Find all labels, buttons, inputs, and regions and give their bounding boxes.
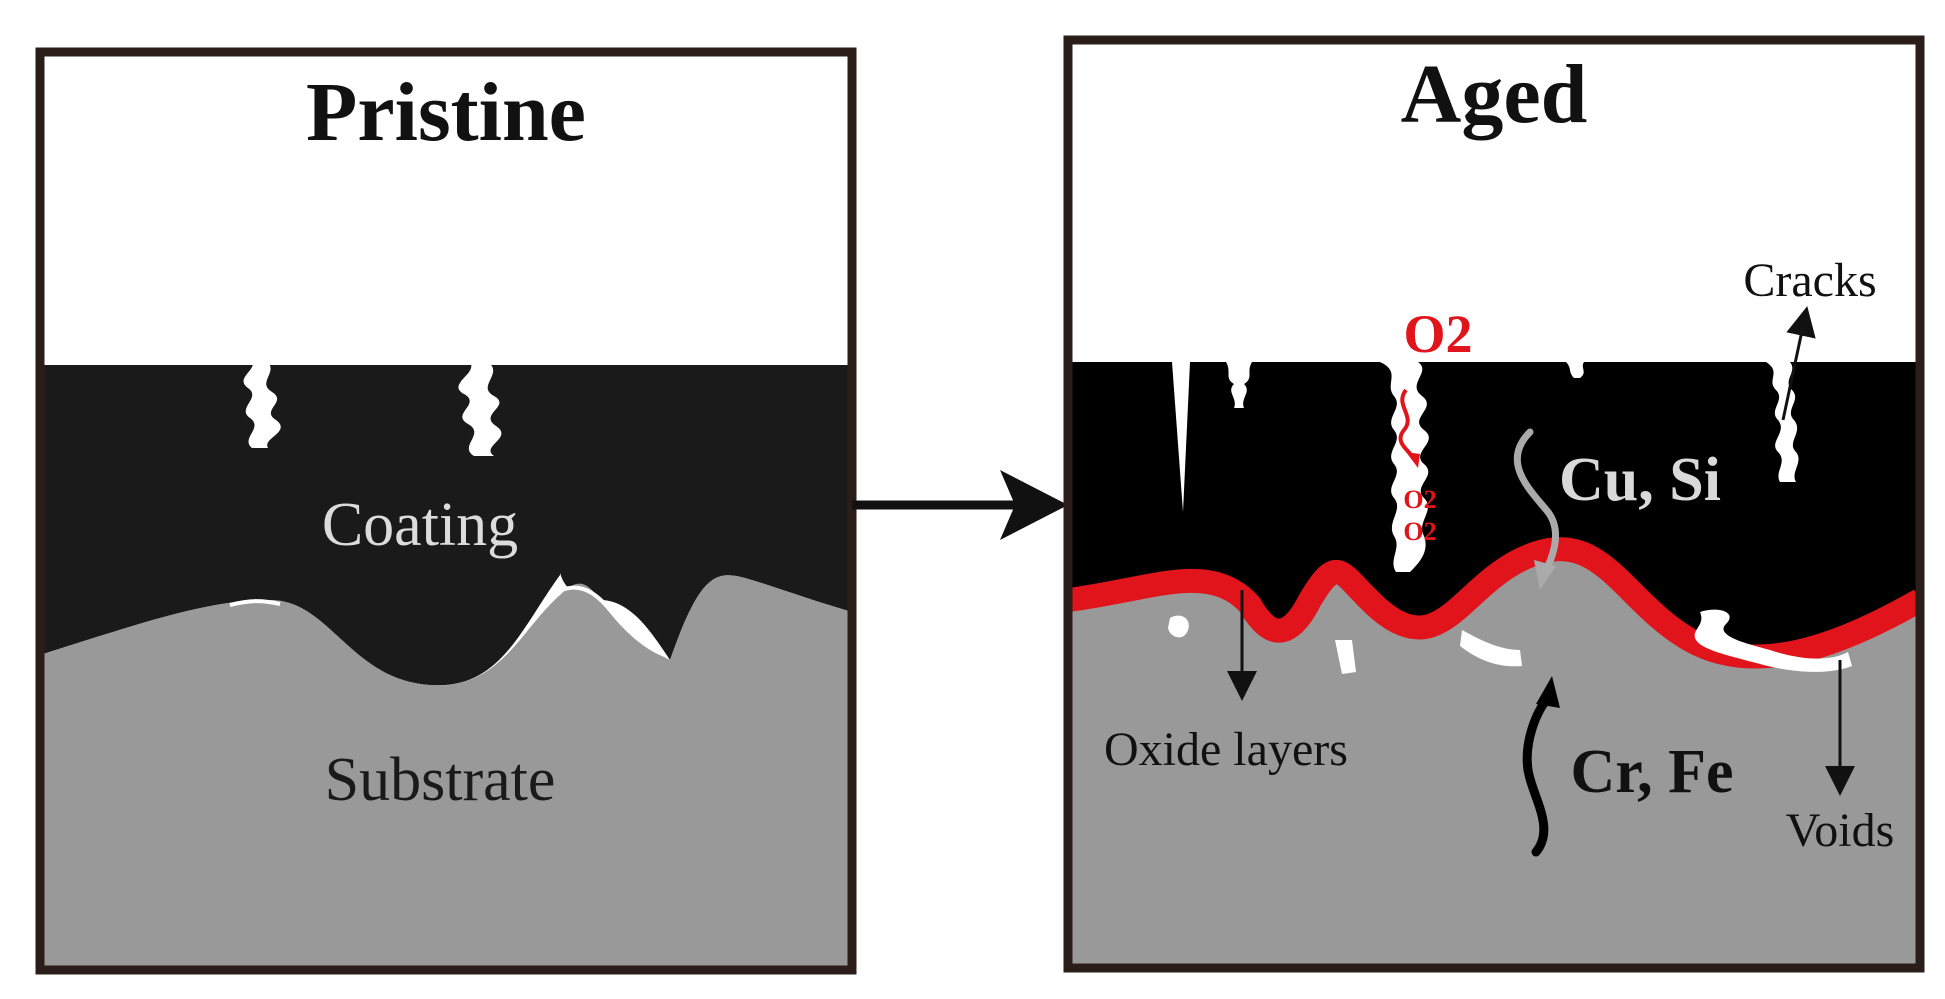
aged-frame [1063, 35, 1925, 973]
cr-fe-label: Cr, Fe [1571, 738, 1734, 806]
aged-title: Aged [1401, 48, 1588, 141]
voids-label: Voids [1786, 804, 1895, 857]
void-2 [1335, 640, 1356, 674]
aged-crack-4 [1566, 362, 1584, 378]
aged-crack-2 [1226, 362, 1252, 408]
aged-crack-1 [1172, 362, 1190, 512]
cracks-label: Cracks [1743, 254, 1876, 307]
cu-si-label: Cu, Si [1559, 446, 1721, 514]
pristine-substrate-layer [40, 575, 852, 970]
oxygen-small-label-1: O2 [1403, 485, 1436, 514]
pristine-coating-layer [40, 365, 852, 686]
oxygen-label: O2 [1403, 304, 1472, 364]
transition-arrow [852, 470, 1068, 540]
aged-panel: Aged O2 O2 O2 Cracks Cu, Si Oxide layers… [1063, 35, 1925, 973]
coating-label: Coating [322, 491, 518, 559]
oxygen-small-label-2: O2 [1403, 517, 1436, 546]
pristine-panel: Pristine Coating Substrate [35, 47, 857, 975]
void-4 [1694, 609, 1852, 672]
cu-si-arrow [1513, 428, 1559, 570]
substrate-label: Substrate [325, 746, 556, 814]
oxygen-path [1398, 388, 1416, 460]
cracks-pointer-arrow [1781, 306, 1816, 421]
aged-coating-layer [1068, 362, 1920, 657]
pristine-frame [35, 47, 857, 975]
cr-fe-arrow [1522, 693, 1553, 857]
oxide-layers-label: Oxide layers [1104, 723, 1348, 776]
void-3 [1460, 630, 1522, 667]
pristine-crack-left [243, 360, 281, 448]
aged-crack-3 [1380, 362, 1429, 572]
void-1 [1168, 615, 1189, 638]
pristine-title: Pristine [306, 66, 586, 159]
pristine-crack-right [458, 362, 502, 456]
